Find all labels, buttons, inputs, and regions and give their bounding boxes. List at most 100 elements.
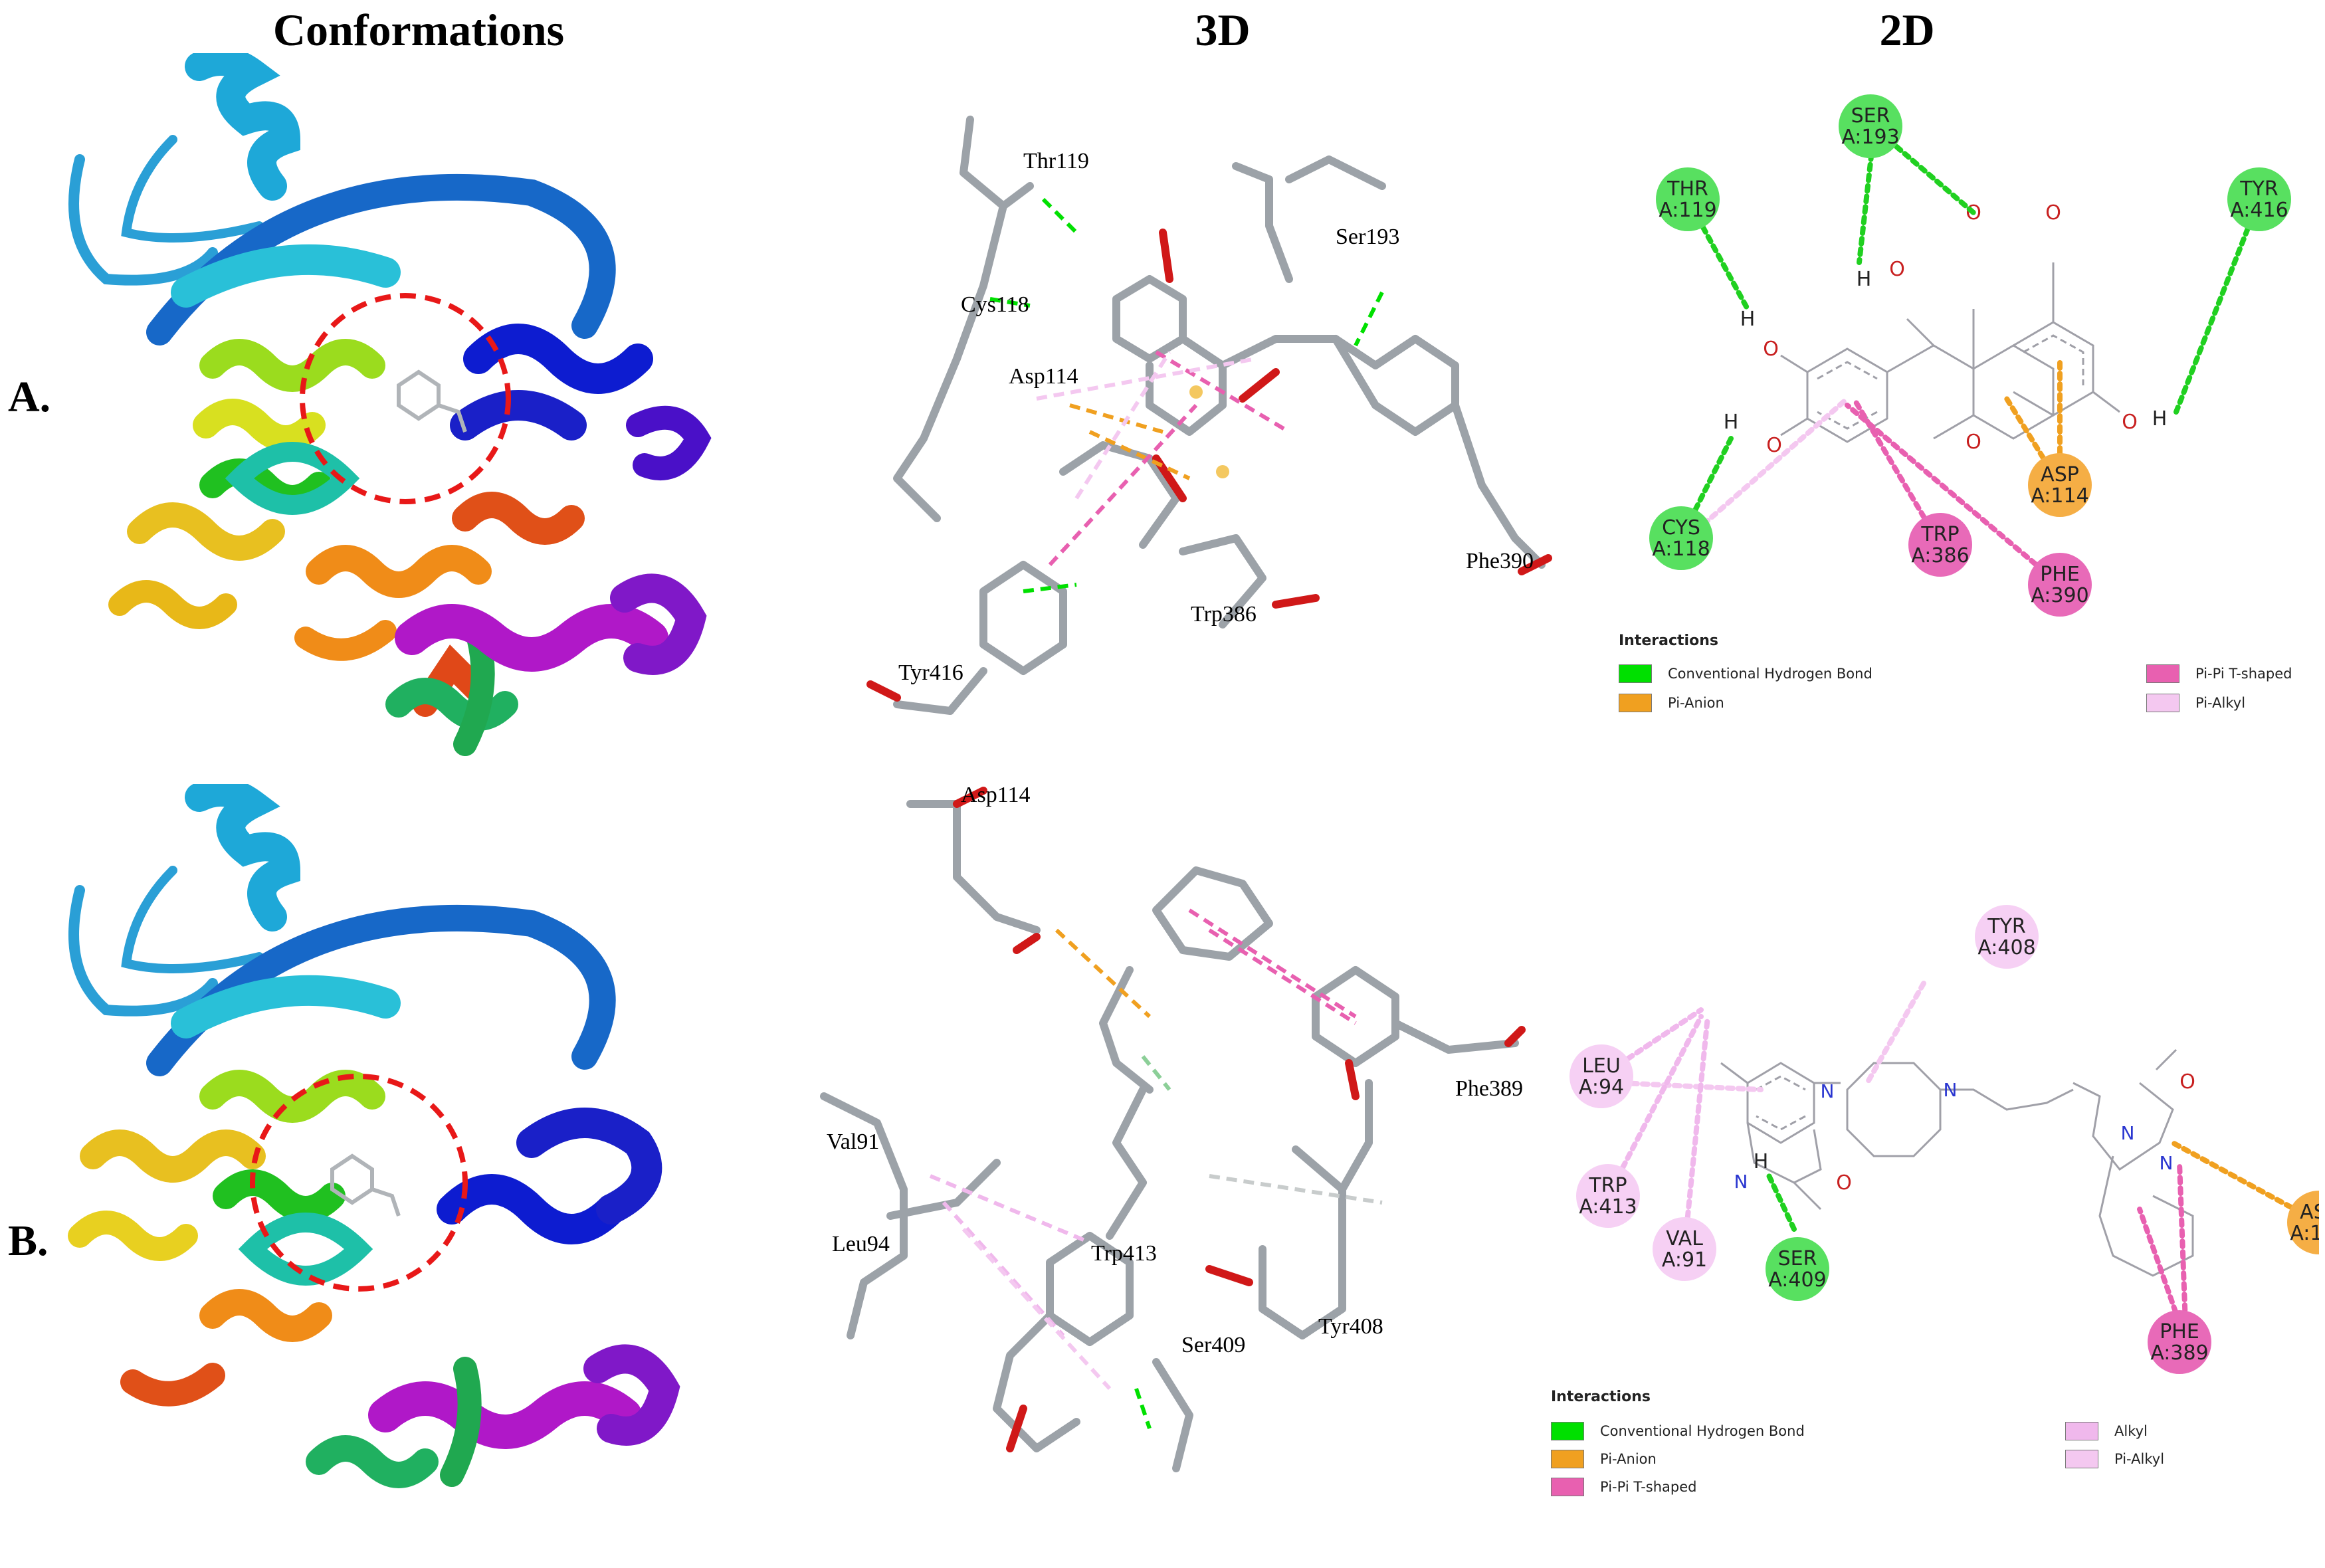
legend-b-swatch-1 xyxy=(1551,1450,1584,1468)
map-b-residue-4-name: SER xyxy=(1778,1247,1817,1270)
map-a-residue-6-name: PHE xyxy=(2040,563,2080,586)
legend-b-label-2: Pi-Pi T-shaped xyxy=(1600,1479,1697,1495)
label-3d-b-5: Tyr408 xyxy=(1318,1314,1383,1339)
legend-b-item-3: Alkyl xyxy=(2065,1422,2148,1440)
map-b-residue-4 xyxy=(1766,1237,1829,1301)
svg-text:N: N xyxy=(1944,1079,1958,1101)
legend-a-label-3: Pi-Alkyl xyxy=(2195,695,2246,711)
map-a-residue-1-name: THR xyxy=(1667,177,1708,201)
map-b-residue-2 xyxy=(1576,1164,1640,1228)
legend-a-item-2: Pi-Pi T-shaped xyxy=(2146,664,2292,683)
label-3d-b-1: Phe389 xyxy=(1455,1076,1523,1101)
label-3d-b-4: Trp413 xyxy=(1091,1241,1157,1266)
map-b-residue-3-name: VAL xyxy=(1666,1227,1703,1250)
svg-text:O: O xyxy=(1763,338,1779,361)
label-3d-b-3: Leu94 xyxy=(832,1232,890,1256)
map-a-residue-5-number: A:386 xyxy=(1911,544,1969,567)
row-label-b: B. xyxy=(8,1217,49,1265)
svg-text:H: H xyxy=(1724,411,1739,434)
svg-text:O: O xyxy=(2179,1070,2195,1094)
map-a-residue-5-name: TRP xyxy=(1920,523,1959,546)
title-2d: 2D xyxy=(1879,5,1935,55)
map-a-residue-6-number: A:390 xyxy=(2031,584,2088,607)
legend-a-swatch-1 xyxy=(1619,694,1652,712)
svg-text:H: H xyxy=(2152,407,2168,431)
svg-text:O: O xyxy=(1889,258,1905,281)
svg-text:H: H xyxy=(1857,268,1872,291)
label-3d-a-4: Phe390 xyxy=(1466,549,1534,573)
svg-text:O: O xyxy=(2122,411,2138,434)
svg-text:O: O xyxy=(2045,201,2061,225)
legend-a-swatch-2 xyxy=(2146,664,2179,683)
svg-text:H: H xyxy=(1754,1150,1769,1173)
map-b-residue-5 xyxy=(2287,1191,2319,1254)
stick-view-b xyxy=(820,787,1526,1472)
svg-text:N: N xyxy=(2160,1152,2173,1174)
interaction-map-b: O O N N N N N H TYRA:408LEUA:94TRPA:413V… xyxy=(1569,905,2319,1374)
map-b-residue-3 xyxy=(1653,1217,1716,1281)
svg-text:N: N xyxy=(1734,1171,1748,1193)
stick-view-a xyxy=(866,116,1552,715)
legend-b-label-3: Alkyl xyxy=(2114,1423,2148,1439)
svg-text:O: O xyxy=(1766,434,1782,457)
legend-b-item-2: Pi-Pi T-shaped xyxy=(1551,1478,1697,1496)
legend-b-label-1: Pi-Anion xyxy=(1600,1451,1657,1467)
label-3d-a-1: Ser193 xyxy=(1336,225,1400,249)
map-b-residue-1-name: LEU xyxy=(1582,1054,1621,1078)
protein-ribbon-b xyxy=(68,784,680,1488)
map-a-residue-0-name: SER xyxy=(1851,104,1890,128)
title-3d: 3D xyxy=(1195,5,1251,55)
label-3d-a-3: Asp114 xyxy=(1009,364,1078,389)
protein-ribbon-a xyxy=(68,53,712,756)
legend-b-swatch-3 xyxy=(2065,1422,2098,1440)
legend-a-title: Interactions xyxy=(1619,633,1718,649)
map-b-residue-6-name: PHE xyxy=(2160,1320,2199,1343)
label-3d-a-0: Thr119 xyxy=(1023,149,1089,173)
map-a-residue-1-number: A:119 xyxy=(1659,199,1716,222)
map-b-residue-1 xyxy=(1569,1044,1633,1108)
map-a-residue-3-name: CYS xyxy=(1662,516,1700,539)
title-conformations: Conformations xyxy=(272,5,565,55)
map-a-residue-4-number: A:114 xyxy=(2031,484,2088,508)
map-b-residue-2-number: A:413 xyxy=(1579,1195,1637,1219)
legend-a-swatch-0 xyxy=(1619,664,1652,683)
legend-b-label-0: Conventional Hydrogen Bond xyxy=(1600,1423,1805,1439)
legend-a-label-1: Pi-Anion xyxy=(1668,695,1724,711)
label-3d-a-2: Cys118 xyxy=(961,292,1029,317)
map-a-residue-3 xyxy=(1649,506,1713,570)
label-3d-b-0: Asp114 xyxy=(961,783,1031,807)
map-b-residue-6-number: A:389 xyxy=(2150,1341,2208,1365)
map-a-residue-0 xyxy=(1839,94,1902,158)
label-3d-a-6: Tyr416 xyxy=(898,660,963,685)
legend-a-swatch-3 xyxy=(2146,694,2179,712)
legend-b-item-0: Conventional Hydrogen Bond xyxy=(1551,1422,1805,1440)
legend-b-swatch-4 xyxy=(2065,1450,2098,1468)
label-3d-b-6: Ser409 xyxy=(1181,1333,1246,1357)
map-b-residue-2-name: TRP xyxy=(1588,1174,1627,1197)
map-a-residue-1 xyxy=(1656,167,1720,231)
legend-b-item-4: Pi-Alkyl xyxy=(2065,1450,2164,1468)
map-b-residue-0 xyxy=(1975,905,2039,969)
svg-text:N: N xyxy=(1821,1080,1835,1102)
legend-a-label-0: Conventional Hydrogen Bond xyxy=(1668,666,1872,682)
map-a-residue-2-name: TYR xyxy=(2239,177,2278,201)
svg-text:N: N xyxy=(2121,1122,2135,1144)
map-b-residue-5-name: ASP xyxy=(2300,1201,2319,1224)
label-3d-b-2: Val91 xyxy=(827,1129,880,1154)
svg-text:O: O xyxy=(1966,431,1981,454)
map-b-residue-5-number: A:114 xyxy=(2290,1222,2319,1245)
legend-b-item-1: Pi-Anion xyxy=(1551,1450,1657,1468)
map-b-residue-0-name: TYR xyxy=(1987,915,2026,938)
map-a-residue-3-number: A:118 xyxy=(1652,538,1710,561)
map-a-residue-6 xyxy=(2028,553,2092,617)
map-a-residue-2 xyxy=(2227,167,2291,231)
svg-text:H: H xyxy=(1740,308,1756,331)
map-b-residue-0-number: A:408 xyxy=(1977,936,2035,959)
map-a-residue-0-number: A:193 xyxy=(1841,126,1899,149)
row-label-a: A. xyxy=(8,373,51,421)
legend-a-item-1: Pi-Anion xyxy=(1619,694,1724,712)
map-a-residue-4 xyxy=(2028,453,2092,517)
